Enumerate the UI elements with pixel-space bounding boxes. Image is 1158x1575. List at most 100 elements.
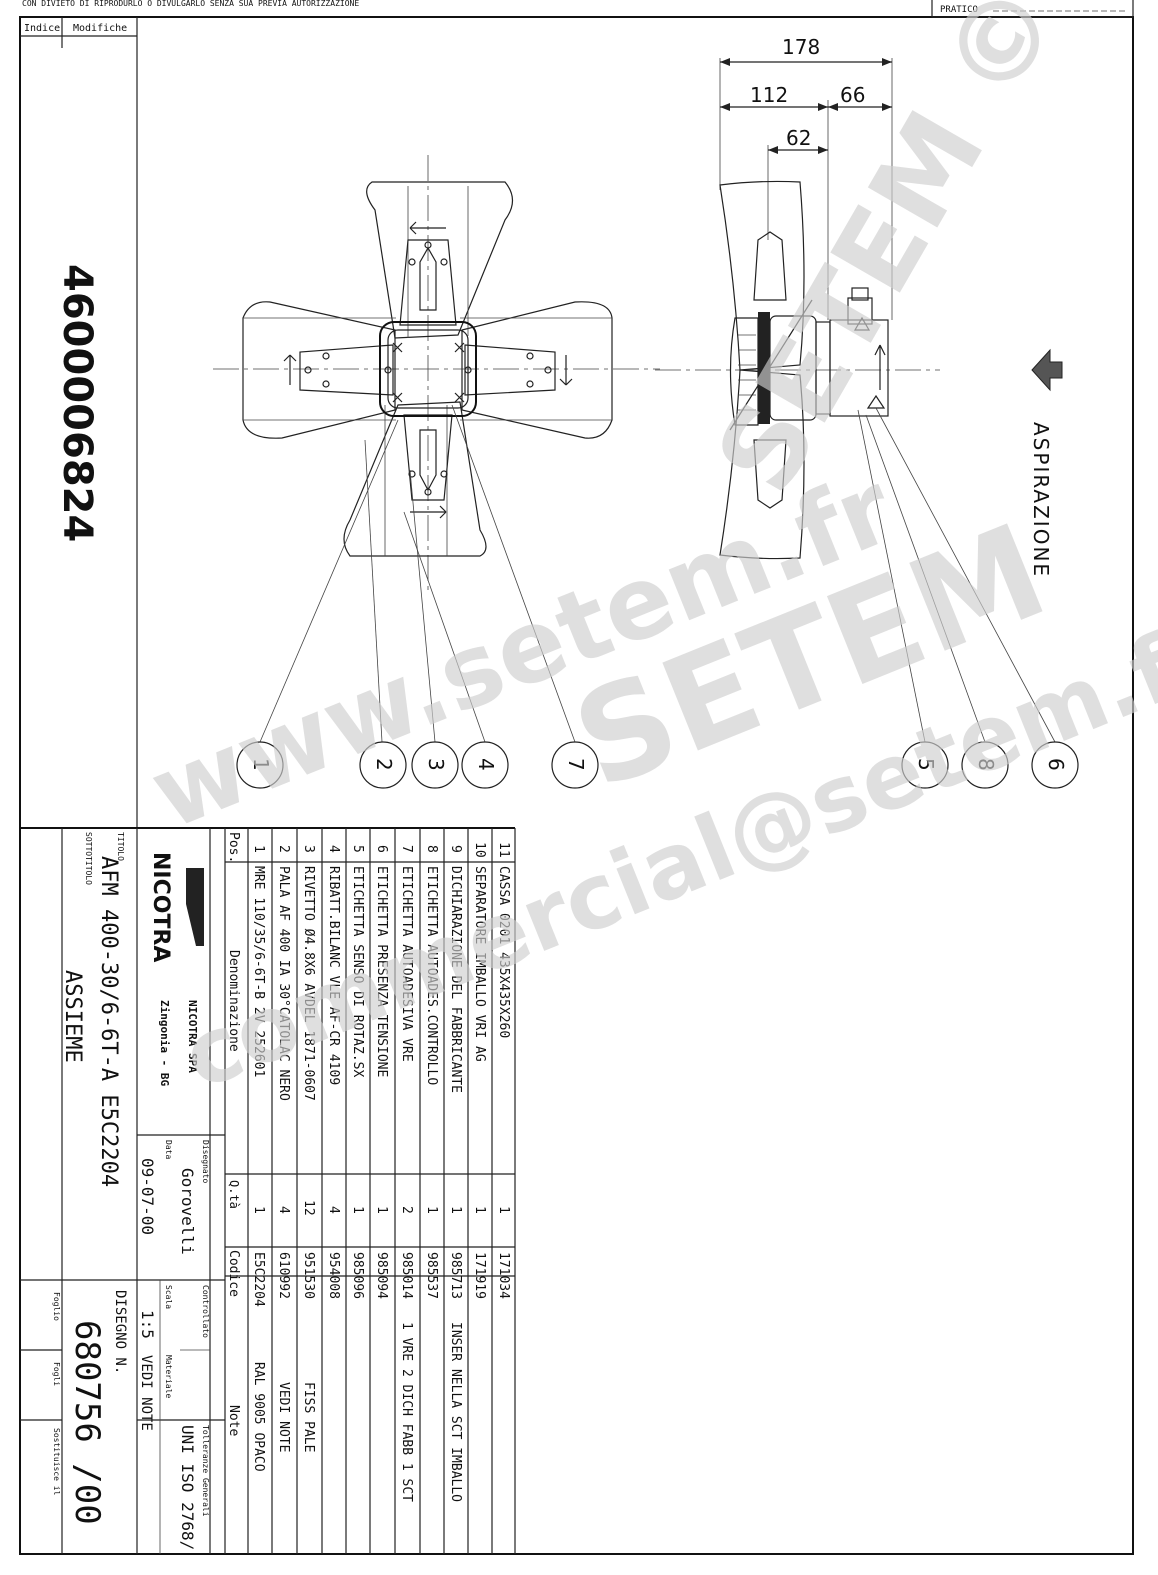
bom-cell-qty: 4 bbox=[276, 1206, 291, 1214]
fan-side-view bbox=[655, 58, 940, 560]
bom-cell-note: VEDI NOTE bbox=[276, 1382, 291, 1452]
bom-cell-codice: 985014 bbox=[399, 1252, 414, 1299]
bom-cell-pos: 1 bbox=[251, 845, 266, 853]
materiale-label: Materiale bbox=[164, 1355, 173, 1399]
bom-cell-codice: 954008 bbox=[326, 1252, 341, 1299]
dim-66: 66 bbox=[840, 83, 865, 107]
table-row: 11 CASSA 0201 435X435X260 1 171034 bbox=[496, 842, 511, 1299]
bom-header-pos: Pos. bbox=[226, 832, 241, 863]
tolleranze-label: Tolleranze Generali bbox=[201, 1425, 210, 1517]
callout-balloon bbox=[551, 741, 599, 789]
bom-cell-pos: 10 bbox=[472, 842, 487, 858]
callout-number: 6 bbox=[1044, 758, 1068, 771]
callout-number: 7 bbox=[564, 758, 588, 771]
bom-cell-pos: 6 bbox=[374, 845, 389, 853]
bom-cell-pos: 4 bbox=[326, 845, 341, 853]
airflow-arrow-icon bbox=[1031, 348, 1063, 392]
aspirazione-label: ASPIRAZIONE bbox=[1029, 422, 1053, 578]
disegnato-label: Disegnato bbox=[201, 1140, 210, 1184]
company-name: NICOTRA SPA bbox=[186, 1000, 199, 1073]
bom-cell-denominazione: ETICHETTA SENSO DI ROTAZ.SX bbox=[350, 866, 365, 1077]
bom-header-denominazione: Denominazione bbox=[226, 950, 241, 1052]
bom-cell-qty: 1 bbox=[251, 1206, 266, 1214]
table-row: 7 ETICHETTA AUTOADESIVA VRE 2 985014 1 V… bbox=[399, 845, 414, 1502]
table-row: 3 RIVETTO Ø4.8X6 AVDEL 1871-0607 12 9515… bbox=[301, 845, 316, 1452]
bom-cell-denominazione: SEPARATORE IMBALLO VRI AG bbox=[472, 866, 487, 1062]
bom-cell-denominazione: RIBATT.BILANC VLE AF-CR 4109 bbox=[326, 866, 341, 1085]
table-row: 8 ETICHETTA AUTOADES.CONTROLLO 1 985537 bbox=[424, 845, 439, 1299]
bom-cell-qty: 1 bbox=[448, 1206, 463, 1214]
callout-number: 8 bbox=[974, 758, 998, 771]
bom-cell-codice: 610992 bbox=[276, 1252, 291, 1299]
table-row: 5 ETICHETTA SENSO DI ROTAZ.SX 1 985096 bbox=[350, 845, 365, 1299]
indice-label: Indice bbox=[24, 23, 60, 34]
callout-number: 2 bbox=[372, 758, 396, 771]
tolleranze-value: UNI ISO 2768/ bbox=[178, 1425, 197, 1550]
callout-number: 5 bbox=[914, 758, 938, 771]
bom-table-grid bbox=[225, 828, 515, 1554]
controllato-label: Controllato bbox=[201, 1285, 210, 1338]
callout-balloon bbox=[359, 741, 407, 789]
titolo-label: TITOLO bbox=[116, 832, 125, 861]
sottotitolo-label: SOTTOTITOLO bbox=[84, 832, 93, 885]
nicotra-logo-mark-icon bbox=[186, 868, 204, 946]
bom-cell-note: RAL 9005 OPACO bbox=[251, 1362, 266, 1472]
pratico-label: PRATICO bbox=[940, 5, 978, 15]
bom-cell-denominazione: PALA AF 400 IA 30°CATOLAC NERO bbox=[276, 866, 291, 1101]
callout-balloon bbox=[461, 741, 509, 789]
bom-cell-qty: 1 bbox=[350, 1206, 365, 1214]
bom-cell-denominazione: RIVETTO Ø4.8X6 AVDEL 1871-0607 bbox=[301, 866, 316, 1101]
nicotra-logo: NICOTRA bbox=[148, 852, 173, 962]
bom-cell-qty: 1 bbox=[374, 1206, 389, 1214]
scala-label: Scala bbox=[164, 1285, 173, 1309]
impeller-front-view bbox=[213, 155, 660, 590]
bom-cell-qty: 1 bbox=[496, 1206, 511, 1214]
watermark-email: commercial@setem.fr bbox=[169, 599, 1158, 1110]
bom-cell-pos: 3 bbox=[301, 845, 316, 853]
bom-cell-pos: 11 bbox=[496, 842, 511, 858]
bom-cell-denominazione: ETICHETTA AUTOADESIVA VRE bbox=[399, 866, 414, 1062]
bom-cell-codice: E5C2204 bbox=[251, 1252, 266, 1307]
bom-cell-pos: 2 bbox=[276, 845, 291, 853]
bom-cell-codice: 171919 bbox=[472, 1252, 487, 1299]
bom-cell-note: FISS PALE bbox=[301, 1382, 316, 1452]
disegno-value: 680756 /00 bbox=[67, 1320, 107, 1525]
bom-cell-pos: 5 bbox=[350, 845, 365, 853]
callout-balloon bbox=[901, 741, 949, 789]
bom-cell-codice: 985096 bbox=[350, 1252, 365, 1299]
table-row: 2 PALA AF 400 IA 30°CATOLAC NERO 4 61099… bbox=[276, 845, 291, 1452]
table-row: 1 MRE 110/35/6-6T-B 2V 252601 1 E5C2204 … bbox=[251, 845, 266, 1472]
bom-cell-pos: 9 bbox=[448, 845, 463, 853]
title-block-grid bbox=[20, 828, 226, 1554]
fogli-label: Fogli bbox=[52, 1362, 61, 1386]
bom-cell-qty: 2 bbox=[399, 1206, 414, 1214]
sottotitolo-value: ASSIEME bbox=[60, 970, 85, 1063]
watermark-copyright: SETEM © bbox=[692, 0, 1084, 513]
bom-cell-denominazione: ETICHETTA PRESENZA TENSIONE bbox=[374, 866, 389, 1077]
pratico-box: PRATICO bbox=[931, 0, 1134, 18]
bom-cell-pos: 7 bbox=[399, 845, 414, 853]
callout-balloon bbox=[1031, 741, 1079, 789]
callout-leaders bbox=[259, 404, 1056, 743]
callout-balloon bbox=[961, 741, 1009, 789]
company-city: Zingonia - BG bbox=[158, 1000, 171, 1086]
bom-header-codice: Codice bbox=[226, 1250, 241, 1297]
bom-cell-codice: 985094 bbox=[374, 1252, 389, 1299]
top-notice: CON DIVIETO DI RIPRODURLO O DIVULGARLO S… bbox=[22, 0, 359, 8]
bom-cell-qty: 12 bbox=[301, 1200, 316, 1216]
dim-178: 178 bbox=[782, 35, 820, 59]
table-row: 4 RIBATT.BILANC VLE AF-CR 4109 4 954008 bbox=[326, 845, 341, 1299]
bom-cell-qty: 1 bbox=[472, 1206, 487, 1214]
foglio-label: Foglio bbox=[52, 1292, 61, 1321]
callout-number: 1 bbox=[249, 758, 273, 771]
disegno-label: DISEGNO N. bbox=[112, 1290, 128, 1374]
watermark-url: www.setem.fr bbox=[135, 449, 909, 852]
part-number: 4600006824 bbox=[54, 264, 100, 542]
titolo-value: AFM 400-30/6-6T-A E5C2204 bbox=[96, 856, 121, 1187]
sostituisce-label: Sostituisce il bbox=[52, 1428, 61, 1496]
data-value: 09-07-00 bbox=[138, 1158, 157, 1235]
bom-cell-note: INSER NELLA SCT IMBALLO bbox=[448, 1322, 463, 1502]
bom-header-note: Note bbox=[226, 1405, 241, 1436]
callout-balloon bbox=[236, 741, 284, 789]
